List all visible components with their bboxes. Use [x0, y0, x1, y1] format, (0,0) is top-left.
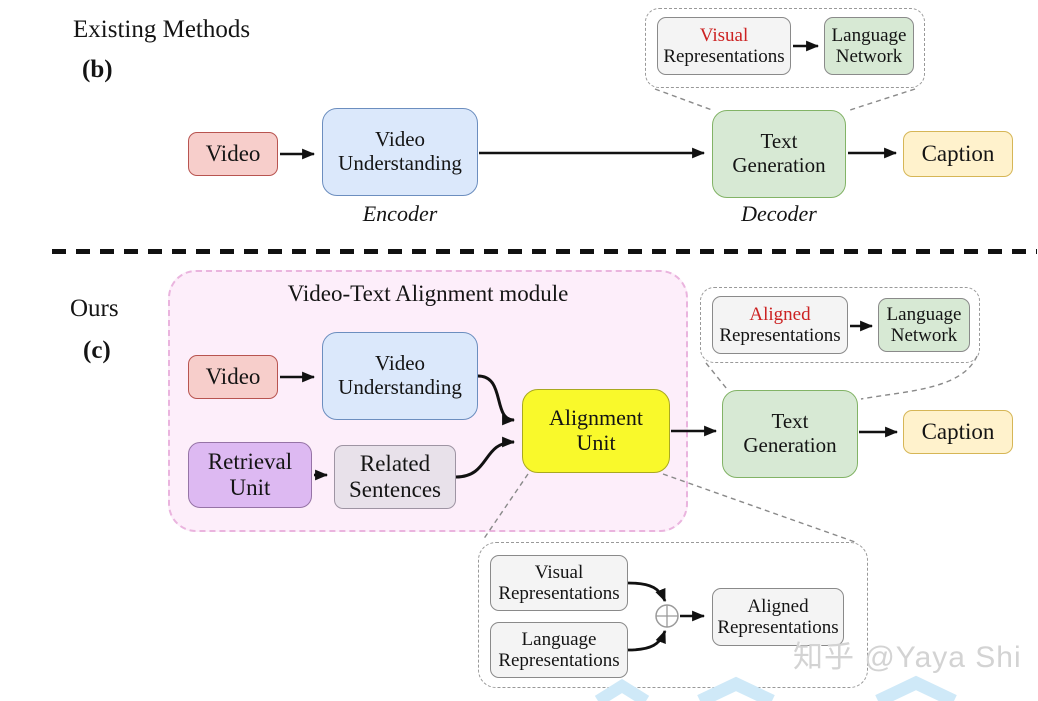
callout-c-pointer-left — [705, 362, 728, 390]
text-generation-box-c: Text Generation — [722, 390, 858, 478]
encoder-label: Encoder — [362, 201, 438, 226]
bottom-watermark-shape — [875, 675, 957, 701]
section-c-tag: (c) — [83, 337, 111, 364]
bottom-watermark-shape — [594, 678, 650, 701]
text-generation-box-b: Text Generation — [712, 110, 846, 198]
aligned-representations-detail-box: Aligned Representations — [712, 588, 844, 646]
video-box-c: Video — [188, 355, 278, 399]
caption-box-b: Caption — [903, 131, 1013, 177]
section-c-title: Ours — [70, 295, 119, 322]
alignment-unit-box: Alignment Unit — [522, 389, 670, 473]
video-box-b: Video — [188, 132, 278, 176]
watermark: 知乎 @Yaya Shi — [793, 641, 1022, 674]
section-divider — [52, 249, 1037, 254]
video-understanding-box-c: Video Understanding — [322, 332, 478, 420]
section-b-title: Existing Methods — [73, 16, 251, 43]
detail-pointer-right — [662, 473, 856, 543]
language-representations-detail-box: Language Representations — [490, 622, 628, 678]
decoder-label: Decoder — [741, 201, 817, 226]
visual-representations-box: Visual Representations — [657, 17, 791, 75]
callout-b-pointer-right — [849, 88, 916, 111]
module-title: Video-Text Alignment module — [287, 281, 569, 306]
related-sentences-box: Related Sentences — [334, 445, 456, 509]
language-network-box-b: Language Network — [824, 17, 914, 75]
visual-representations-detail-box: Visual Representations — [490, 555, 628, 611]
retrieval-unit-box: Retrieval Unit — [188, 442, 312, 508]
caption-box-c: Caption — [903, 410, 1013, 454]
aligned-representations-box: Aligned Representations — [712, 296, 848, 354]
video-understanding-box-b: Video Understanding — [322, 108, 478, 196]
language-network-box-c: Language Network — [878, 298, 970, 352]
section-b-tag: (b) — [82, 56, 113, 83]
callout-b-pointer-left — [654, 88, 713, 111]
